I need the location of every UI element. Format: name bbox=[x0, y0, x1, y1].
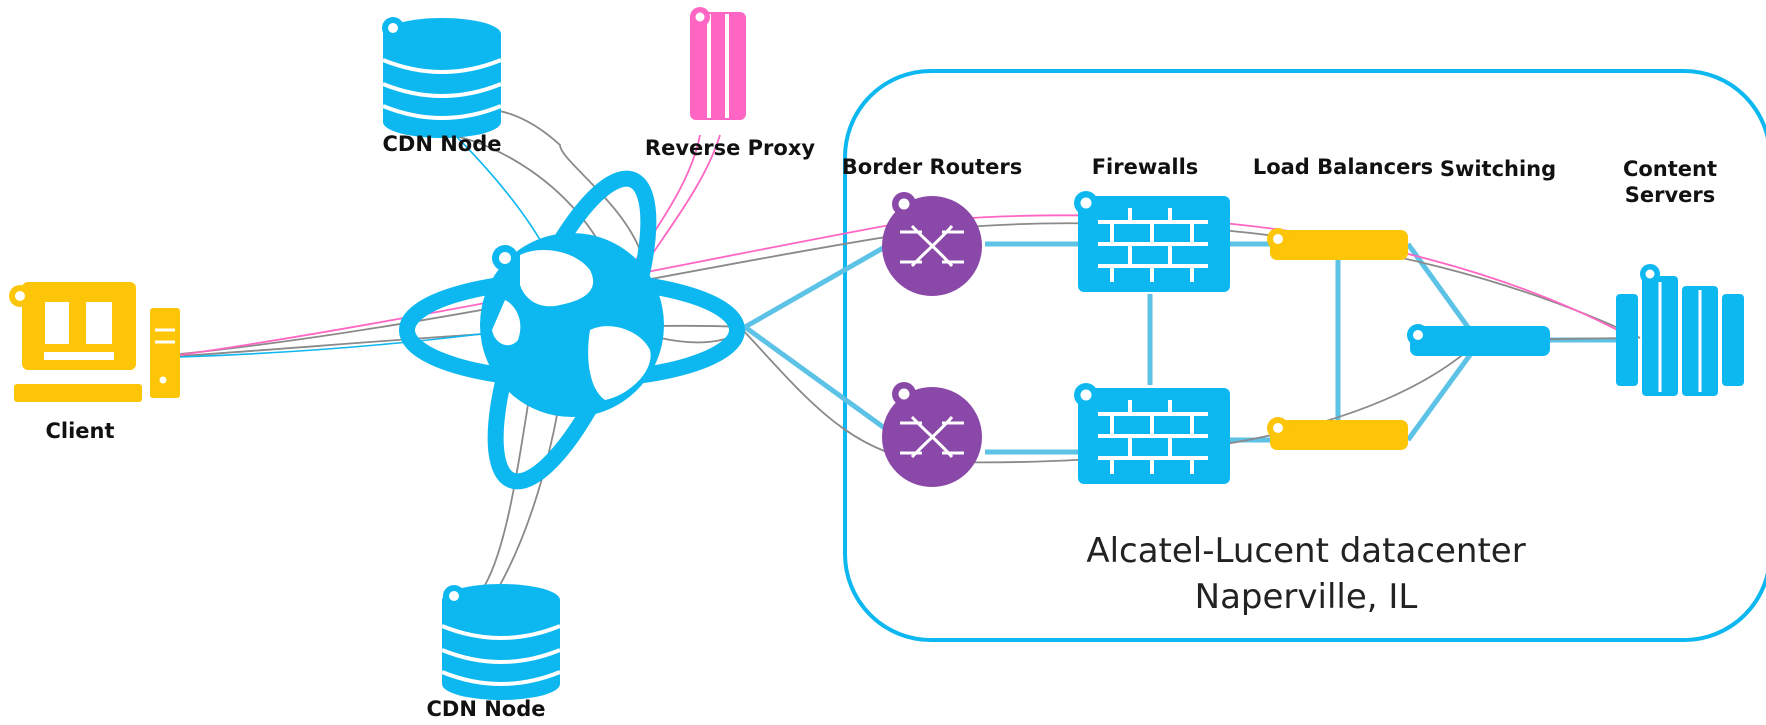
load-balancer-icon bbox=[1267, 417, 1408, 450]
border-router-top bbox=[882, 192, 982, 296]
reverse-proxy-icon bbox=[690, 7, 746, 120]
cdn-node-bottom-label: CDN Node bbox=[426, 697, 545, 721]
firewalls-label: Firewalls bbox=[1092, 155, 1199, 179]
client-node: Client bbox=[9, 282, 180, 443]
client-label: Client bbox=[45, 419, 114, 443]
firewall-bottom bbox=[1074, 383, 1230, 484]
datacenter-name: Alcatel-Lucent datacenter bbox=[1086, 531, 1525, 571]
reverse-proxy-label: Reverse Proxy bbox=[645, 136, 815, 160]
switch-node bbox=[1407, 324, 1550, 356]
datacenter-boundary bbox=[843, 69, 1766, 642]
cdn-node-bottom: CDN Node bbox=[426, 584, 561, 721]
server-rack-icon bbox=[1616, 264, 1744, 396]
border-routers-label: Border Routers bbox=[842, 155, 1022, 179]
content-servers-label-2: Servers bbox=[1625, 183, 1716, 207]
content-servers-node bbox=[1616, 264, 1744, 396]
firewall-icon bbox=[1074, 191, 1230, 292]
router-icon bbox=[882, 382, 982, 487]
content-servers-label-1: Content bbox=[1623, 157, 1717, 181]
load-balancer-bottom bbox=[1267, 417, 1408, 450]
router-icon bbox=[882, 192, 982, 296]
border-router-bottom bbox=[882, 382, 982, 487]
firewall-top bbox=[1074, 191, 1230, 292]
switching-label: Switching bbox=[1440, 157, 1556, 181]
switch-icon bbox=[1407, 324, 1550, 356]
load-balancer-icon bbox=[1267, 228, 1408, 260]
firewall-icon bbox=[1074, 383, 1230, 484]
database-icon bbox=[382, 17, 502, 138]
database-icon bbox=[441, 584, 561, 700]
desktop-computer-icon bbox=[9, 282, 180, 402]
cdn-node-top-label: CDN Node bbox=[382, 132, 501, 156]
globe-network-icon bbox=[399, 170, 745, 490]
load-balancer-top bbox=[1267, 228, 1408, 260]
cdn-node-top: CDN Node bbox=[382, 17, 502, 156]
reverse-proxy-node: Reverse Proxy bbox=[645, 7, 815, 160]
load-balancers-label: Load Balancers bbox=[1253, 155, 1433, 179]
datacenter-location: Naperville, IL bbox=[1195, 577, 1418, 617]
